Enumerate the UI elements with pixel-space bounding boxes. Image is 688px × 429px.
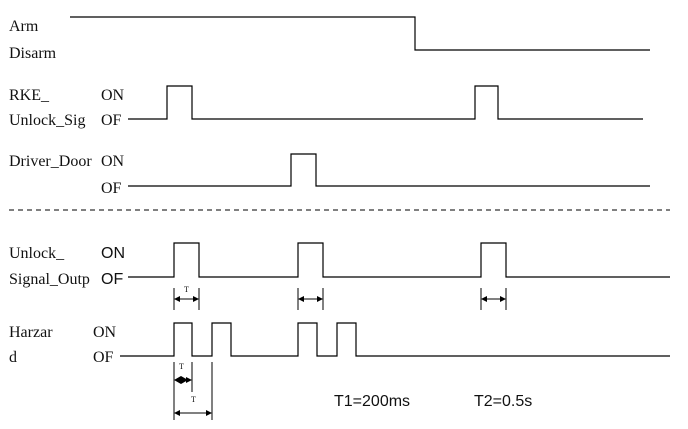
unlock-width-marker-2	[297, 288, 324, 310]
unlock-width-marker-3	[480, 288, 507, 310]
rke-on-label: ON	[101, 87, 125, 104]
hazard-on-label: ON	[93, 324, 117, 341]
hazard-label-top: Harzar	[9, 324, 53, 341]
rke-label-top: RKE_	[9, 87, 50, 104]
t2-definition: T2=0.5s	[474, 393, 532, 410]
arm-disarm-waveform	[70, 16, 650, 51]
rke-off-label: OF	[101, 112, 122, 129]
hazard-waveform	[120, 322, 670, 357]
unlock-output-label-top: Unlock_	[9, 245, 65, 262]
unlock-output-waveform	[128, 242, 670, 278]
driver-door-label: Driver_Door	[9, 153, 92, 170]
t-marker-label: T	[184, 285, 189, 294]
rke-label-bottom: Unlock_Sig	[9, 112, 85, 129]
unlock-width-marker-1: T	[173, 285, 200, 310]
hazard-t2-marker: T	[174, 362, 213, 420]
rke-unlock-waveform	[128, 85, 643, 120]
disarm-label: Disarm	[9, 45, 57, 62]
t1-marker-label: T	[179, 362, 184, 371]
unlock-output-off-label: OF	[101, 271, 123, 288]
driver-door-waveform	[128, 153, 650, 187]
driver-door-off-label: OF	[101, 180, 122, 197]
hazard-t1-marker: T	[173, 362, 193, 420]
hazard-label-bottom: d	[9, 349, 17, 366]
driver-door-on-label: ON	[101, 153, 125, 170]
hazard-off-label: OF	[93, 349, 114, 366]
unlock-output-label-bottom: Signal_Outp	[9, 271, 90, 288]
t2-marker-label: T	[191, 395, 196, 404]
arm-label: Arm	[9, 18, 39, 35]
unlock-output-on-label: ON	[101, 245, 125, 262]
t1-definition: T1=200ms	[334, 393, 410, 410]
